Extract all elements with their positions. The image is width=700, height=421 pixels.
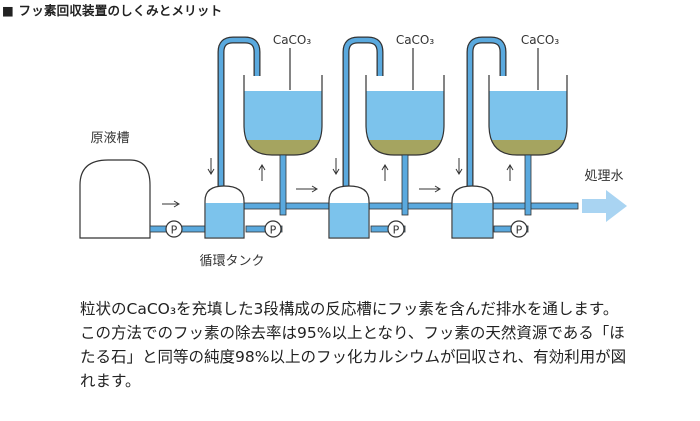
description: 粒状のCaCO₃を充填した3段構成の反応槽にフッ素を含んだ排水を通します。 この… [80, 297, 640, 393]
svg-text:P: P [270, 224, 277, 237]
circulation-tank-label: 循環タンク [199, 254, 264, 269]
reactor-2 [365, 75, 445, 156]
treated-water-arrow [582, 190, 627, 222]
description-paragraph-2: この方法でのフッ素の除去率は95%以上となり、フッ素の天然資源である「ほたる石」… [80, 324, 627, 390]
source-tank [79, 159, 151, 239]
stage-3: CaCO₃ P [451, 33, 568, 239]
source-tank-label: 原液槽 [90, 131, 129, 146]
circulation-tank-2 [328, 185, 370, 239]
down-arrow-2 [332, 158, 340, 175]
circulation-tank-1 [204, 185, 245, 239]
stage-1: CaCO₃ P P 循環タンク [165, 33, 323, 269]
pump-2[interactable]: P [264, 220, 282, 238]
flow-arrow-2 [296, 185, 318, 193]
pump-1[interactable]: P [165, 220, 183, 238]
reactor-3 [488, 75, 568, 156]
svg-text:P: P [171, 224, 178, 237]
flow-arrow-1 [162, 200, 180, 208]
flow-arrow-3 [419, 185, 441, 193]
treated-water-label: 処理水 [584, 169, 623, 184]
up-arrow-2 [381, 164, 389, 181]
reactor-1 [243, 75, 323, 156]
caco3-label-3: CaCO₃ [521, 33, 560, 47]
up-arrow-3 [506, 164, 514, 181]
pump-3[interactable]: P [387, 220, 405, 238]
down-arrow-3 [455, 158, 463, 175]
caco3-label-1: CaCO₃ [273, 33, 312, 47]
fluorine-recovery-diagram: 原液槽 処理水 CaCO₃ P [79, 33, 627, 269]
page-title: ■ フッ素回収装置のしくみとメリット [2, 3, 223, 18]
caco3-label-2: CaCO₃ [396, 33, 435, 47]
svg-text:P: P [393, 224, 400, 237]
svg-text:P: P [516, 224, 523, 237]
up-arrow-1 [258, 164, 266, 181]
description-paragraph-1: 粒状のCaCO₃を充填した3段構成の反応槽にフッ素を含んだ排水を通します。 [80, 300, 619, 318]
stage-2: CaCO₃ P [328, 33, 445, 239]
circulation-tank-3 [451, 185, 494, 239]
pump-4[interactable]: P [510, 220, 528, 238]
down-arrow-1 [207, 158, 215, 175]
